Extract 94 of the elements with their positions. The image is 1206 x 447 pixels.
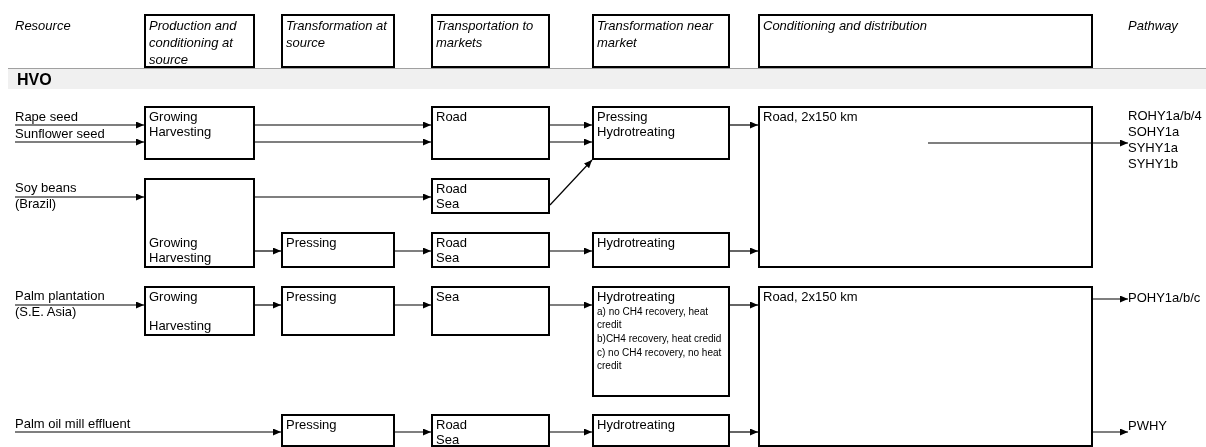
arrow: [14, 428, 282, 436]
box-label: Pressing: [286, 289, 338, 304]
process-box: [144, 286, 255, 336]
process-box: [281, 414, 395, 447]
arrow: [254, 301, 282, 309]
process-box: [592, 106, 730, 160]
box-label: Hydrotreating: [597, 289, 677, 304]
arrow: [549, 301, 593, 309]
arrow: [549, 138, 593, 146]
arrow: [394, 301, 432, 309]
box-label: Growing: [149, 109, 199, 124]
process-box: [431, 106, 550, 160]
box-label: Pressing: [286, 417, 338, 432]
column-header-box: [758, 14, 1093, 68]
process-box: [281, 232, 395, 268]
process-box: [592, 286, 730, 397]
box-label: Pressing: [286, 235, 338, 250]
box-label: Sea: [436, 289, 461, 304]
pathway-code: SYHY1b: [1128, 156, 1179, 172]
box-label: Harvesting: [149, 250, 213, 265]
box-label: Growing: [149, 289, 199, 304]
arrow: [729, 247, 759, 255]
note-text: b)CH4 recovery, heat credid: [597, 332, 723, 345]
process-box: [758, 286, 1093, 447]
box-label: Growing: [149, 235, 199, 250]
process-box: [758, 106, 1093, 268]
arrow: [549, 428, 593, 436]
box-label: Conditioning and distribution: [763, 17, 929, 34]
arrow: [254, 121, 432, 129]
section-band: [8, 68, 1206, 89]
arrow: [927, 139, 1129, 147]
arrow: [549, 159, 593, 206]
arrow: [254, 138, 432, 146]
process-box: [144, 178, 255, 268]
arrow: [729, 301, 759, 309]
text-label: Palm plantation (S.E. Asia): [15, 288, 120, 322]
text-label: Rape seed: [15, 109, 135, 125]
arrow: [254, 247, 282, 255]
arrow: [549, 121, 593, 129]
column-header-box: [431, 14, 550, 68]
arrow: [729, 428, 759, 436]
arrow: [14, 301, 145, 309]
box-label: Road: [436, 109, 469, 124]
arrow: [1092, 428, 1129, 436]
box-label: Sea: [436, 250, 461, 265]
column-title: Pathway: [1128, 17, 1178, 34]
text-label: Soy beans (Brazil): [15, 180, 95, 214]
box-label: Transformation at source: [286, 17, 389, 51]
box-label: Production and conditioning at source: [149, 17, 238, 68]
pathway-code: SOHY1a: [1128, 124, 1181, 140]
text-label: POHY1a/b/c: [1128, 290, 1204, 307]
box-label: Road: [436, 417, 469, 432]
arrow: [14, 193, 145, 201]
arrow: [394, 247, 432, 255]
column-title: Resource: [15, 17, 71, 34]
box-label: Road: [436, 235, 469, 250]
process-box: [144, 106, 255, 160]
arrow: [14, 138, 145, 146]
process-box: [431, 286, 550, 336]
arrow: [14, 121, 145, 129]
box-label: Sea: [436, 432, 461, 447]
pathway-code: ROHY1a/b/4: [1128, 108, 1203, 124]
process-box: [592, 414, 730, 447]
arrow: [1092, 295, 1129, 303]
column-header-box: [592, 14, 730, 68]
arrow: [254, 193, 432, 201]
box-label: Road, 2x150 km: [763, 289, 859, 304]
column-header-box: [281, 14, 395, 68]
box-label: Pressing: [597, 109, 649, 124]
text-label: Sunflower seed: [15, 126, 135, 142]
pathway-code: SYHY1a: [1128, 140, 1179, 156]
column-header-box: [144, 14, 255, 68]
arrow: [549, 247, 593, 255]
box-label: Road, 2x150 km: [763, 109, 859, 124]
box-label: Transportation to markets: [436, 17, 535, 51]
text-label: Palm oil mill effluent: [15, 416, 150, 432]
box-label: Hydrotreating: [597, 235, 677, 250]
text-label: PWHY: [1128, 418, 1188, 435]
arrow: [729, 121, 759, 129]
process-box: [592, 232, 730, 268]
box-label: Harvesting: [149, 318, 213, 333]
process-box: [431, 414, 550, 447]
box-label: Hydrotreating: [597, 124, 677, 139]
box-label: Harvesting: [149, 124, 213, 139]
box-label: Sea: [436, 196, 461, 211]
arrow: [394, 428, 432, 436]
process-box: [431, 178, 550, 214]
box-label: Road: [436, 181, 469, 196]
section-title: HVO: [16, 70, 53, 90]
box-label: Hydrotreating: [597, 417, 677, 432]
process-box: [431, 232, 550, 268]
box-label: Transformation near market: [597, 17, 715, 51]
process-box: [281, 286, 395, 336]
note-text: c) no CH4 recovery, no heat credit: [597, 346, 723, 372]
